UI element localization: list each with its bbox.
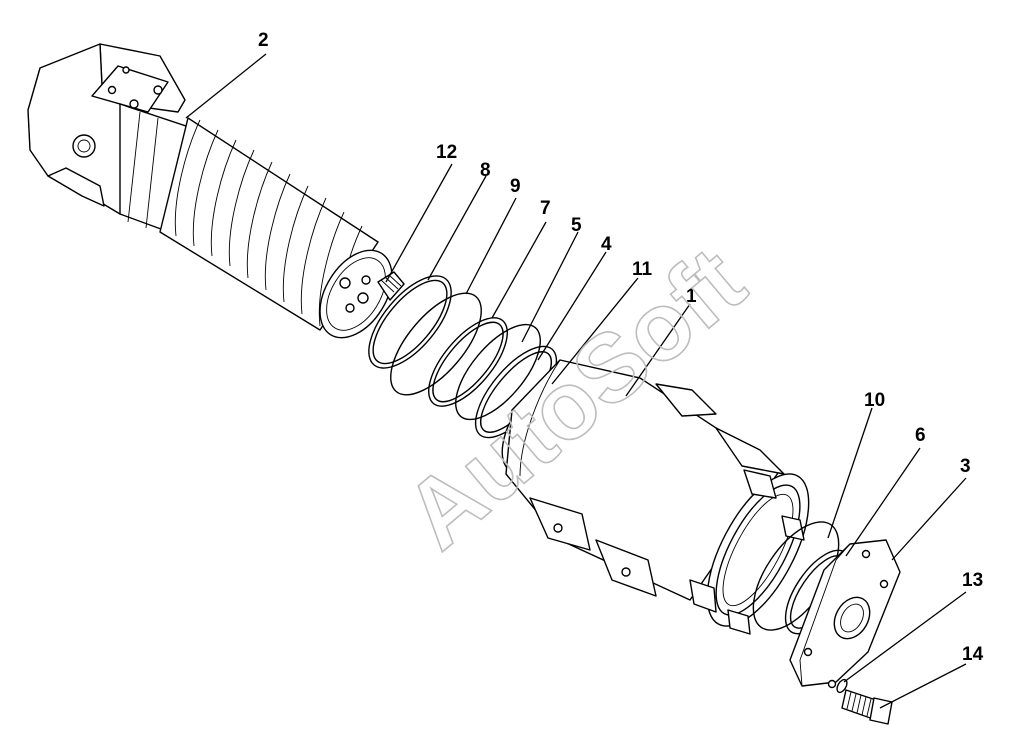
part-7-ring — [428, 317, 508, 407]
callout-10: 10 — [864, 390, 885, 411]
callout-7: 7 — [540, 198, 551, 219]
callout-12: 12 — [436, 142, 457, 163]
part-1-housing — [501, 359, 810, 635]
callout-9: 9 — [510, 176, 521, 197]
part-8-ring — [368, 275, 452, 369]
callout-6: 6 — [915, 425, 926, 446]
part-5-ring — [455, 323, 541, 421]
callout-4: 4 — [601, 234, 612, 255]
part-9-ring — [390, 292, 482, 396]
callout-labels: 2 12 8 9 7 5 4 11 1 10 6 3 13 14 — [258, 30, 984, 665]
callout-1: 1 — [686, 286, 697, 307]
part-13-washer — [836, 678, 848, 694]
part-14-bolt — [841, 689, 893, 725]
part-2-splined-body — [27, 43, 393, 339]
callout-2: 2 — [258, 30, 269, 51]
callout-8: 8 — [480, 160, 491, 181]
callout-14: 14 — [962, 644, 984, 665]
callout-11: 11 — [632, 259, 653, 280]
part-3-end-cover — [789, 539, 901, 689]
leader-lines — [185, 53, 967, 709]
callout-5: 5 — [571, 215, 582, 236]
callout-3: 3 — [960, 456, 971, 477]
callout-13: 13 — [962, 570, 983, 591]
